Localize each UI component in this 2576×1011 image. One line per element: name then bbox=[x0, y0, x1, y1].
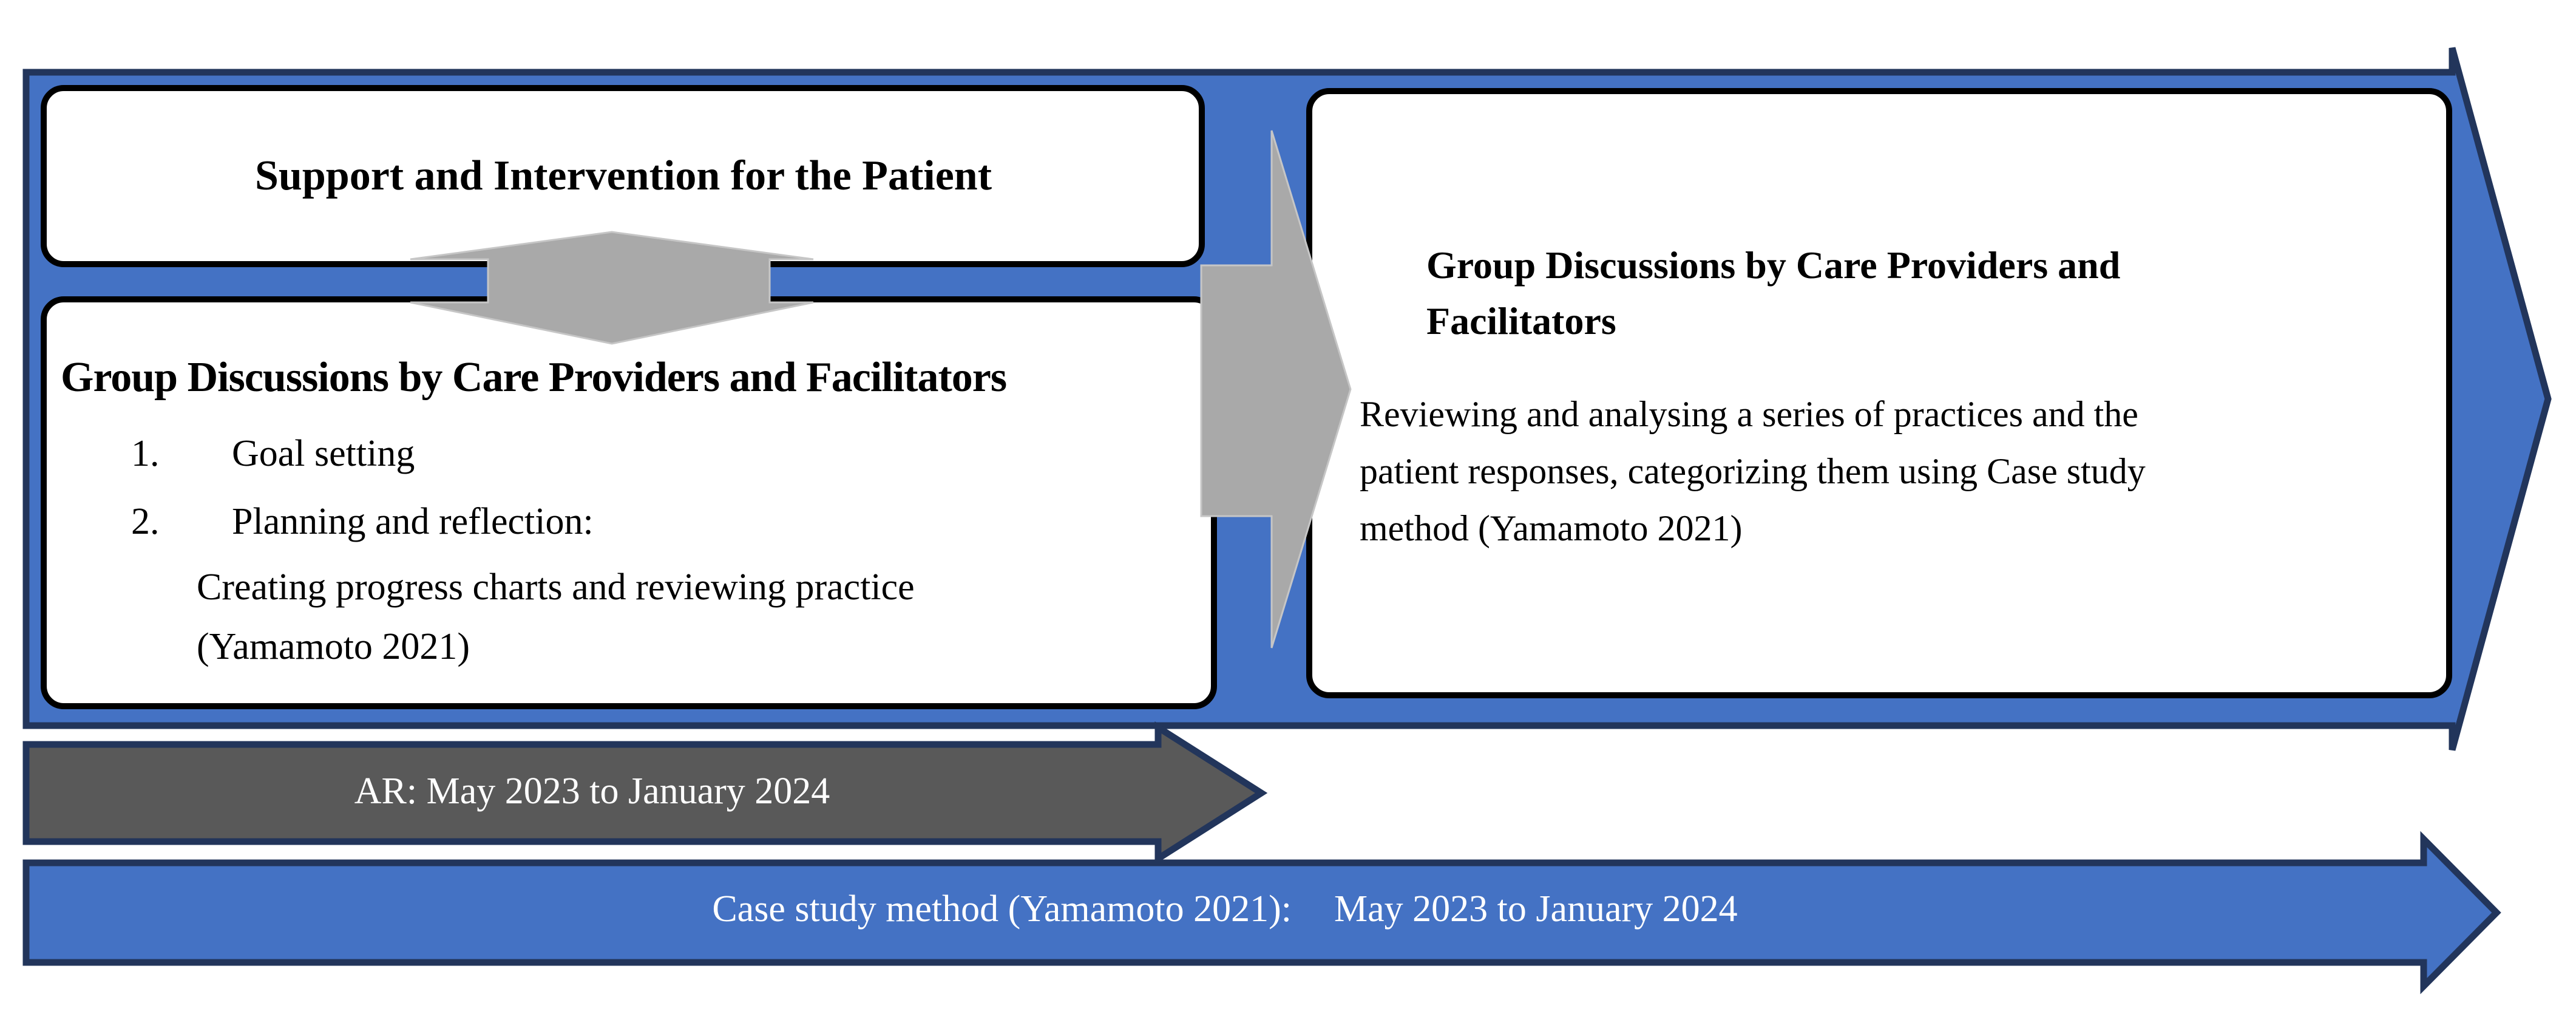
list-item-2-continuation-line: Creating progress charts and reviewing p… bbox=[197, 567, 915, 608]
right-discussion-body-line2: patient responses, categorizing them usi… bbox=[1360, 451, 2146, 491]
left-discussion-title: Group Discussions by Care Providers and … bbox=[61, 354, 1007, 401]
list-item-1-text: Goal setting bbox=[232, 433, 415, 474]
case-study-arrow-label: Case study method (Yamamoto 2021): May 20… bbox=[26, 888, 2424, 931]
case-study-arrow-dates: May 2023 to January 2024 bbox=[1334, 888, 1738, 930]
right-discussion-body-line3: method (Yamamoto 2021) bbox=[1360, 508, 1743, 548]
left-discussion-box bbox=[41, 296, 1217, 709]
list-item-2-number: 2. bbox=[131, 501, 160, 542]
right-discussion-box bbox=[1306, 88, 2452, 698]
ar-timeline-arrow bbox=[22, 721, 1268, 865]
list-item-1-number: 1. bbox=[131, 433, 160, 474]
right-discussion-title-line2: Facilitators bbox=[1426, 299, 1616, 342]
case-study-timeline-arrow bbox=[22, 831, 2501, 995]
case-study-arrow-label-text: Case study method (Yamamoto 2021): bbox=[712, 888, 1292, 930]
list-item-2-text: Planning and reflection: bbox=[232, 501, 594, 542]
right-discussion-body-line1: Reviewing and analysing a series of prac… bbox=[1360, 394, 2138, 434]
list-item-2-citation-line: (Yamamoto 2021) bbox=[197, 626, 470, 667]
ar-arrow-label: AR: May 2023 to January 2024 bbox=[354, 771, 830, 812]
patient-support-title: Support and Intervention for the Patient bbox=[254, 152, 992, 199]
right-discussion-title-line1: Group Discussions by Care Providers and bbox=[1426, 243, 2121, 287]
